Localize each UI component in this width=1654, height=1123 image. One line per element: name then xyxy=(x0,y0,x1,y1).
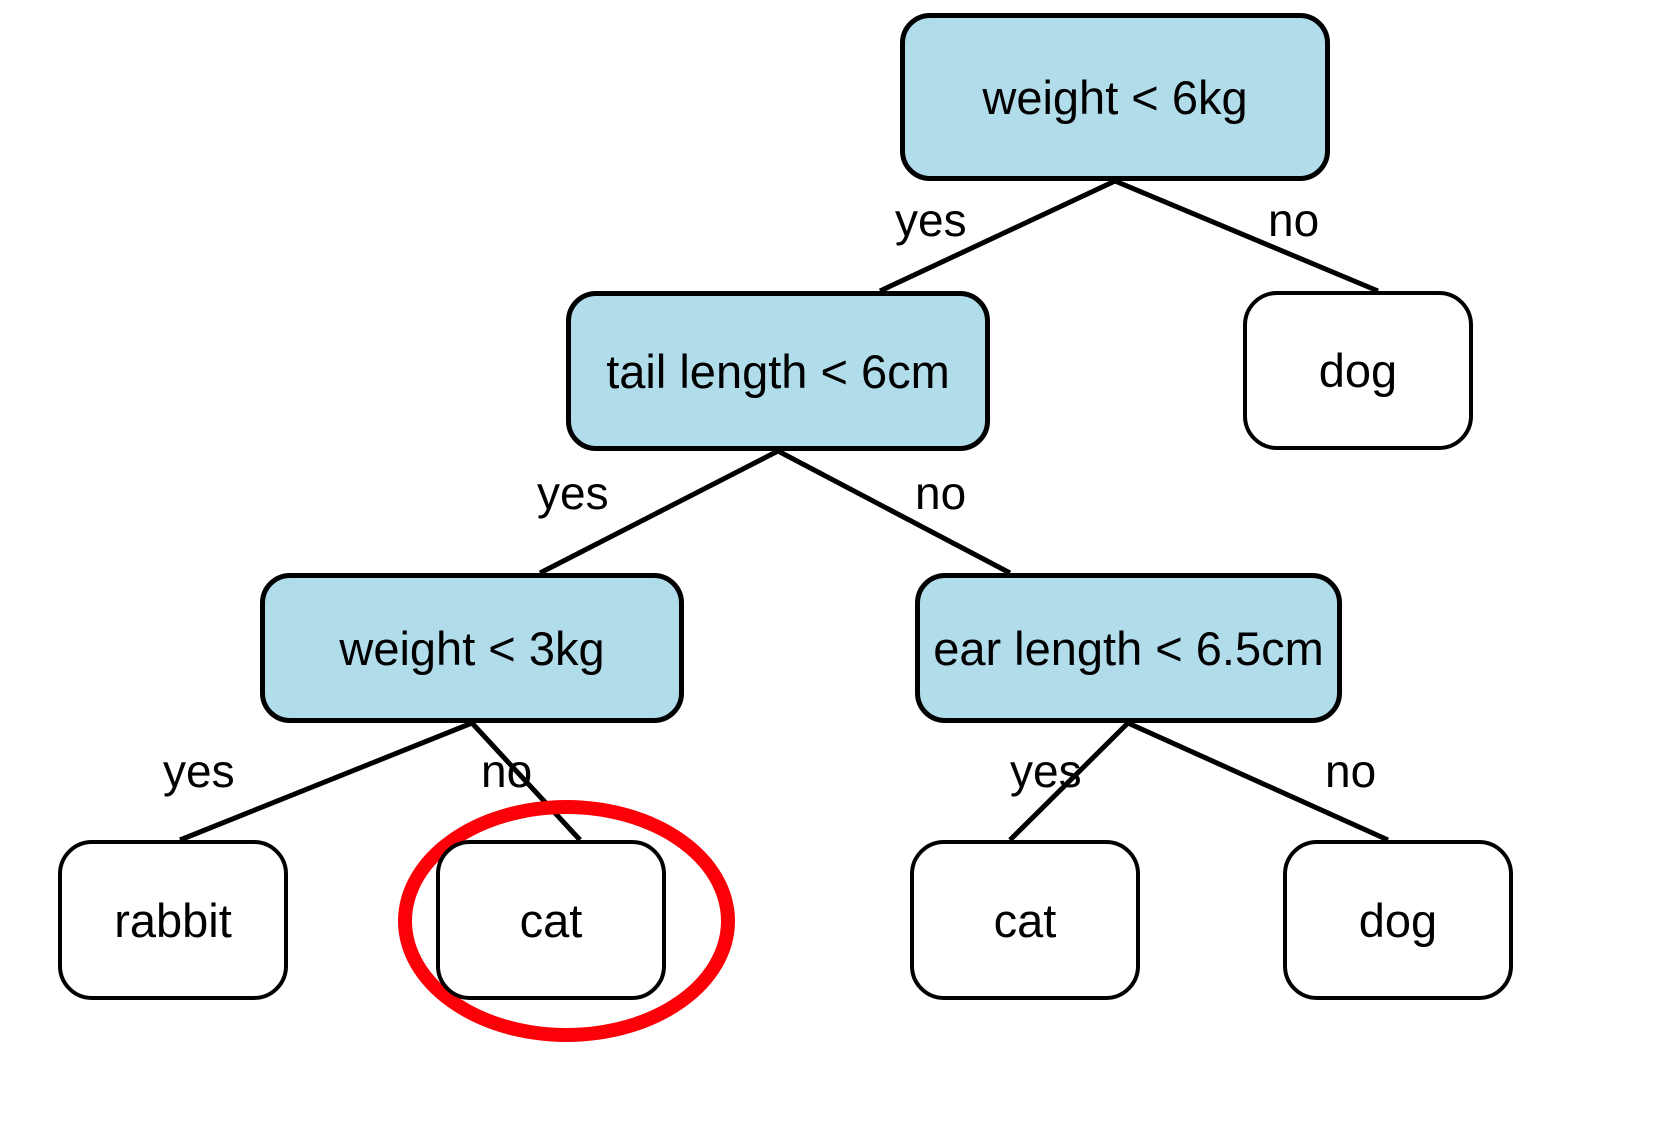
tree-node-dog_right[interactable]: dog xyxy=(1243,291,1473,450)
edge-label-ear-yes: yes xyxy=(1010,745,1082,797)
tree-node-weight3[interactable]: weight < 3kg xyxy=(260,573,684,723)
tree-node-label: weight < 3kg xyxy=(339,621,605,675)
edge-root-to-dog_right xyxy=(1114,178,1379,294)
edge-label-weight3-no: no xyxy=(481,745,533,797)
tree-node-root[interactable]: weight < 6kg xyxy=(900,13,1330,181)
tree-node-label: rabbit xyxy=(114,893,232,947)
edge-tail-to-weight3 xyxy=(538,448,780,576)
tree-node-label: tail length < 6cm xyxy=(606,344,950,398)
edge-ear-to-cat_right xyxy=(1008,721,1130,842)
edge-label-ear-no: no xyxy=(1325,745,1377,797)
tree-node-label: weight < 6kg xyxy=(982,70,1248,124)
edge-weight3-to-rabbit xyxy=(179,720,473,843)
edge-tail-to-ear xyxy=(776,448,1012,576)
tree-node-tail[interactable]: tail length < 6cm xyxy=(566,291,990,451)
tree-node-label: dog xyxy=(1358,893,1438,947)
tree-node-cat_left[interactable]: cat xyxy=(436,840,666,1000)
tree-node-label: cat xyxy=(519,893,583,947)
tree-node-label: dog xyxy=(1318,344,1398,397)
edge-root-to-tail xyxy=(878,178,1117,294)
edge-label-root-yes: yes xyxy=(895,194,967,246)
edge-ear-to-dog_bottom xyxy=(1126,720,1390,843)
tree-node-dog_bottom[interactable]: dog xyxy=(1283,840,1513,1000)
tree-node-ear[interactable]: ear length < 6.5cm xyxy=(915,573,1342,723)
edge-label-weight3-yes: yes xyxy=(163,745,235,797)
edge-label-tail-yes: yes xyxy=(537,467,609,519)
edge-weight3-to-cat_left xyxy=(470,721,582,842)
edge-label-root-no: no xyxy=(1268,194,1320,246)
tree-node-cat_right[interactable]: cat xyxy=(910,840,1140,1000)
tree-node-label: cat xyxy=(993,893,1057,947)
edge-label-tail-no: no xyxy=(915,467,967,519)
tree-node-rabbit[interactable]: rabbit xyxy=(58,840,288,1000)
tree-node-label: ear length < 6.5cm xyxy=(933,621,1324,675)
